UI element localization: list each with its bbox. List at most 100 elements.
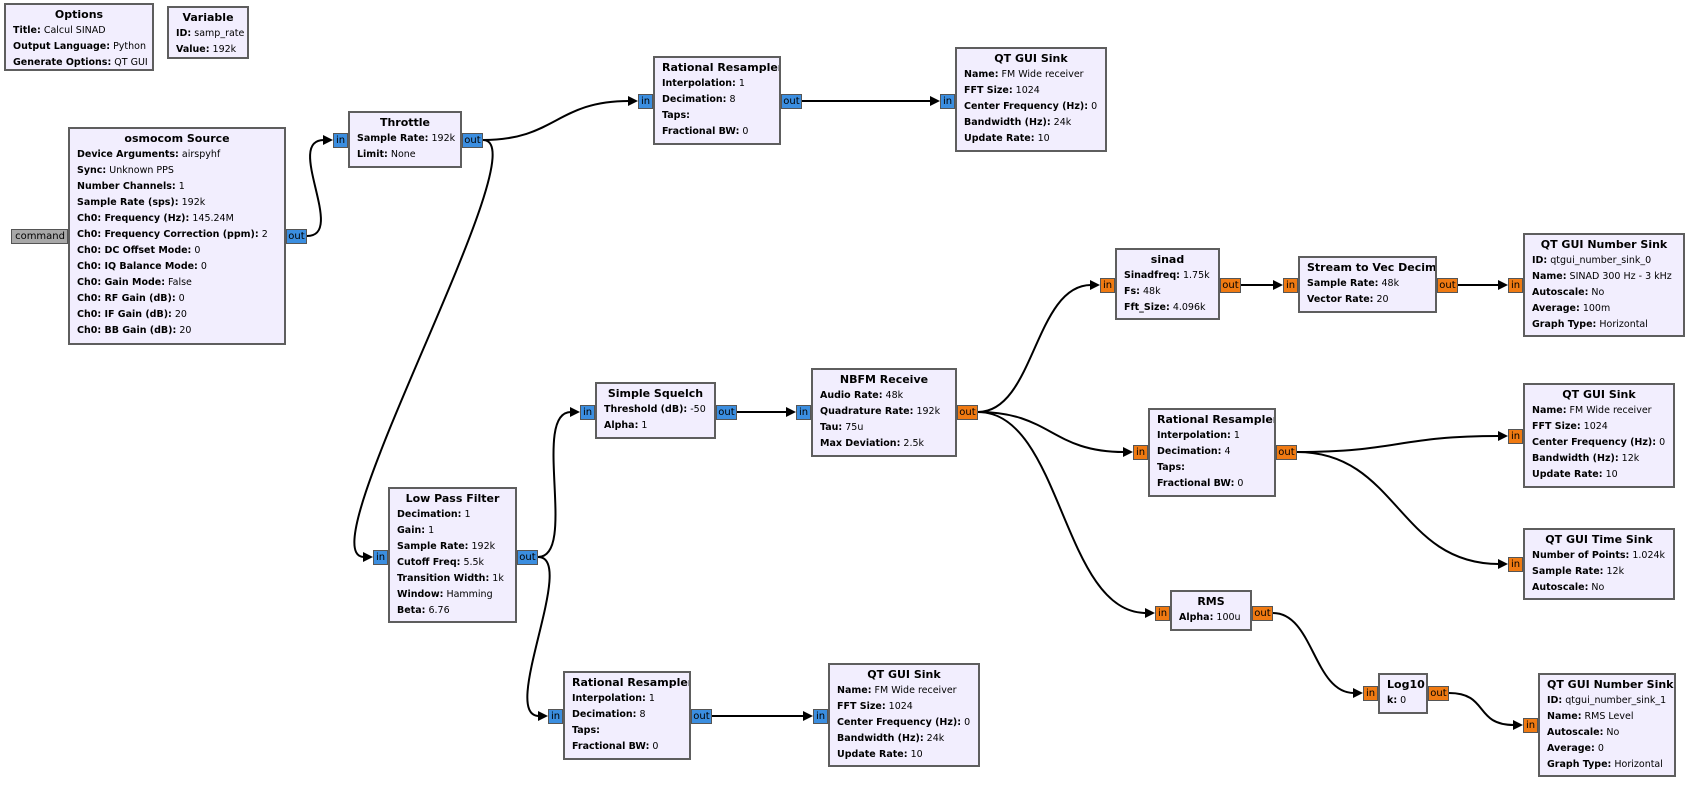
connection-wire[interactable] <box>537 411 578 558</box>
output-port[interactable]: out <box>517 550 538 565</box>
block-title: QT GUI Sink <box>867 668 941 681</box>
output-port[interactable]: out <box>1220 278 1241 293</box>
param-value: 20 <box>1376 294 1389 305</box>
input-port[interactable]: in <box>373 550 388 565</box>
input-port[interactable]: in <box>1133 445 1148 460</box>
output-port[interactable]: out <box>1437 278 1458 293</box>
connection-wire[interactable] <box>977 411 1153 614</box>
param-value: 48k <box>1381 278 1400 289</box>
block-param: Autoscale: No <box>1532 580 1666 596</box>
param-key: Cutoff Freq: <box>397 557 461 568</box>
param-key: ID: <box>1532 255 1548 266</box>
param-key: Bandwidth (Hz): <box>1532 453 1619 464</box>
input-port[interactable]: in <box>1100 278 1115 293</box>
input-port[interactable]: in <box>940 94 955 109</box>
param-value: FM Wide receiver <box>1001 69 1084 80</box>
output-port[interactable]: out <box>691 709 712 724</box>
input-port[interactable]: in <box>1508 278 1523 293</box>
param-key: Fractional BW: <box>1157 478 1235 489</box>
connection-wire[interactable] <box>526 556 551 717</box>
param-value: 100u <box>1216 612 1241 623</box>
param-value: 10 <box>1605 469 1618 480</box>
output-port[interactable]: out <box>1276 445 1297 460</box>
block-param: Output Language: Python <box>13 39 146 55</box>
input-port[interactable]: in <box>813 709 828 724</box>
block-param: Number Channels: 1 <box>77 179 277 195</box>
param-value: 48k <box>1142 286 1161 297</box>
input-port[interactable]: in <box>548 709 563 724</box>
input-port[interactable]: in <box>1508 557 1523 572</box>
param-value: False <box>168 277 192 288</box>
param-key: Threshold (dB): <box>604 404 688 415</box>
input-port[interactable]: in <box>1363 686 1378 701</box>
arrowhead-icon <box>1353 688 1363 698</box>
param-value: 2 <box>261 229 268 240</box>
output-port[interactable]: out <box>716 405 737 420</box>
param-key: Sync: <box>77 165 107 176</box>
input-port[interactable]: in <box>580 405 595 420</box>
connection-wire[interactable] <box>1448 692 1521 726</box>
connection-wire[interactable] <box>353 139 494 558</box>
command-message-port[interactable]: command <box>11 229 68 244</box>
block-param: ID: qtgui_number_sink_1 <box>1547 693 1667 709</box>
output-port[interactable]: out <box>1252 606 1273 621</box>
param-key: Device Arguments: <box>77 149 179 160</box>
input-port[interactable]: in <box>1283 278 1298 293</box>
param-key: Taps: <box>662 110 690 121</box>
block-param: Name: FM Wide receiver <box>964 67 1098 83</box>
input-port[interactable]: in <box>333 133 348 148</box>
connection-wire[interactable] <box>482 100 636 141</box>
connection-wire[interactable] <box>306 139 331 237</box>
param-value: 1 <box>464 509 471 520</box>
param-value: 0 <box>178 293 185 304</box>
output-port[interactable]: out <box>286 229 307 244</box>
param-value: 1024 <box>1583 421 1608 432</box>
connection-wire[interactable] <box>1296 451 1506 565</box>
block-rms[interactable]: RMS Alpha: 100u <box>1170 590 1252 631</box>
connection-wire[interactable] <box>1272 612 1361 694</box>
input-port[interactable]: in <box>1508 429 1523 444</box>
output-port[interactable]: out <box>462 133 483 148</box>
block-param: Alpha: 100u <box>1179 610 1243 626</box>
output-port[interactable]: out <box>781 94 802 109</box>
input-port[interactable]: in <box>1523 718 1538 733</box>
connection-wire[interactable] <box>1296 435 1506 453</box>
param-value: 12k <box>1606 566 1625 577</box>
input-port[interactable]: in <box>796 405 811 420</box>
param-value: No <box>1606 727 1620 738</box>
connection-wire[interactable] <box>977 284 1098 413</box>
param-value: 192k <box>916 406 941 417</box>
param-value: 1024 <box>888 701 913 712</box>
arrowhead-icon <box>1513 720 1523 730</box>
param-value: 10 <box>910 749 923 760</box>
block-title: RMS <box>1197 595 1225 608</box>
block-title: Rational Resampler <box>662 61 781 74</box>
param-key: Ch0: BB Gain (dB): <box>77 325 177 336</box>
output-port[interactable]: out <box>1428 686 1449 701</box>
block-param: Ch0: Gain Mode: False <box>77 275 277 291</box>
connection-wire[interactable] <box>977 411 1131 453</box>
output-port[interactable]: out <box>957 405 978 420</box>
input-port[interactable]: in <box>638 94 653 109</box>
input-port[interactable]: in <box>1155 606 1170 621</box>
